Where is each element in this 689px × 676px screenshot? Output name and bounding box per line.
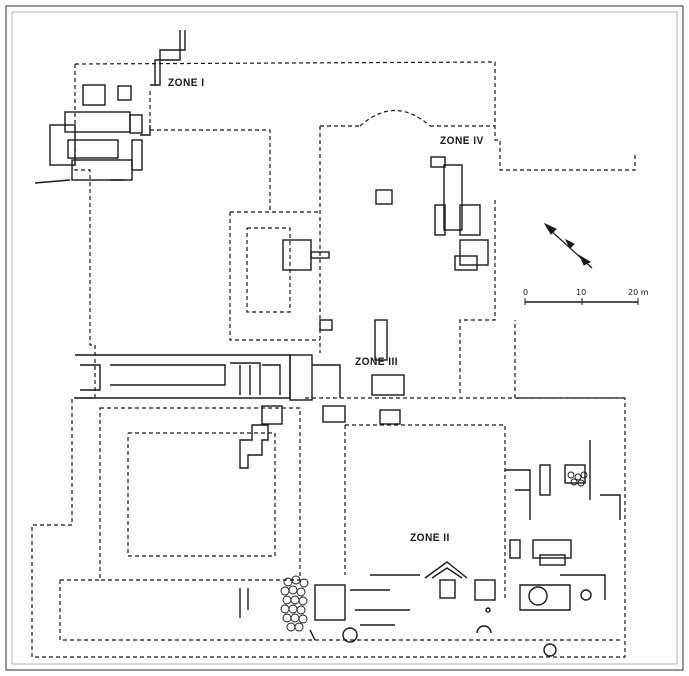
- zone-label-4: ZONE IV: [440, 135, 484, 147]
- scale-tick-0: 0: [523, 288, 529, 297]
- inner-frame: [11, 11, 678, 665]
- scale-tick-20: 20 m: [628, 288, 649, 297]
- north-arrow-icon: [543, 222, 593, 269]
- round-features: [342, 586, 592, 657]
- scale-tick-10: 10: [576, 288, 587, 297]
- triangle-structure: [424, 561, 468, 579]
- solid-walls: [34, 30, 621, 641]
- dashed-outlines: [31, 61, 636, 658]
- apse: [359, 109, 431, 127]
- zone-label-2: ZONE II: [410, 532, 450, 544]
- outer-frame: [5, 5, 684, 671]
- zone-label-3: ZONE III: [355, 356, 399, 368]
- rubble-cluster: [280, 471, 588, 632]
- zone-label-1: ZONE I: [168, 77, 205, 89]
- scale-bar: [524, 298, 639, 305]
